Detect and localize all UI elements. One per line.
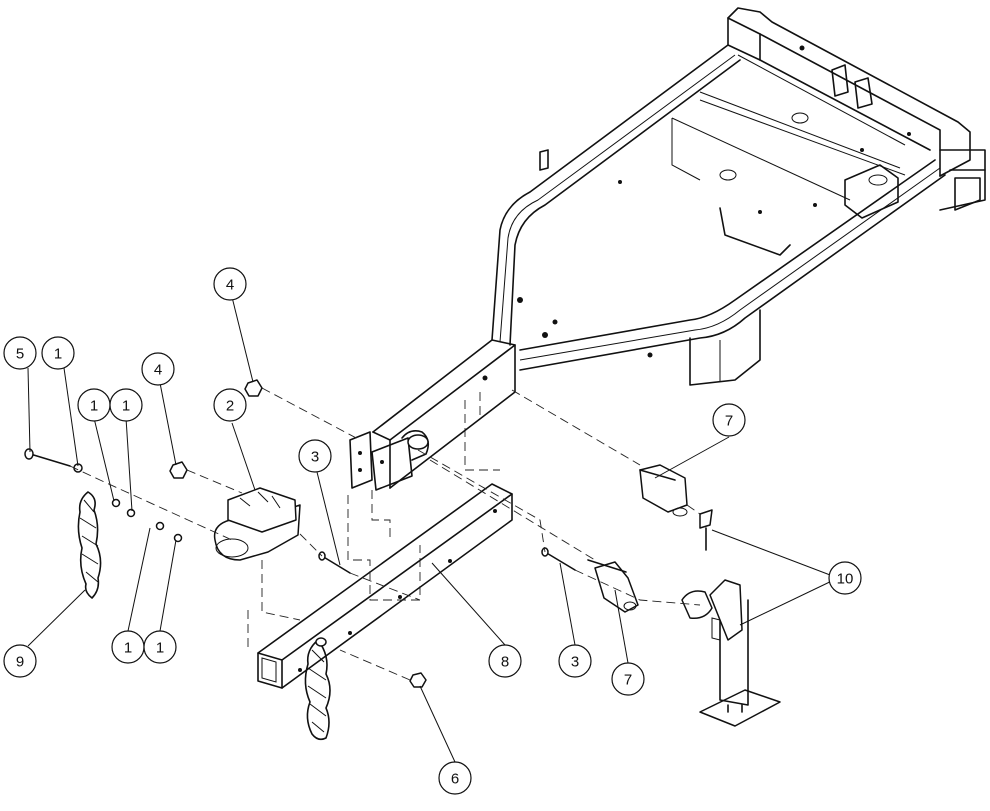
callout-c-7-b: 7 bbox=[611, 662, 645, 696]
callout-c-4-a: 4 bbox=[141, 352, 175, 386]
leader-lines bbox=[27, 296, 839, 763]
callout-label: 1 bbox=[122, 398, 130, 415]
callout-c-2: 2 bbox=[213, 388, 247, 422]
callout-label: 2 bbox=[226, 398, 234, 415]
callout-c-1-c: 1 bbox=[109, 388, 143, 422]
hitch-bar bbox=[257, 483, 513, 689]
callout-bubbles: 5 1 1 1 4 4 2 3 7 10 9 1 1 8 3 7 6 bbox=[3, 267, 862, 795]
callout-c-5-a: 5 bbox=[3, 336, 37, 370]
callout-c-1-b: 1 bbox=[77, 388, 111, 422]
callout-label: 10 bbox=[837, 571, 854, 588]
callout-label: 7 bbox=[624, 672, 632, 689]
callout-c-3-a: 3 bbox=[298, 439, 332, 473]
callout-label: 4 bbox=[154, 362, 162, 379]
callout-label: 3 bbox=[311, 449, 319, 466]
frame-holes bbox=[358, 45, 911, 472]
callout-label: 6 bbox=[451, 771, 459, 788]
callout-c-3-b: 3 bbox=[558, 644, 592, 678]
callout-label: 1 bbox=[156, 640, 164, 657]
trailer-frame bbox=[349, 7, 986, 491]
callout-label: 8 bbox=[501, 654, 509, 671]
callout-label: 5 bbox=[16, 346, 24, 363]
callout-c-6: 6 bbox=[438, 761, 472, 795]
coupler bbox=[213, 487, 301, 561]
jack bbox=[681, 579, 781, 727]
callout-c-1-a: 1 bbox=[41, 336, 75, 370]
callout-c-1-d: 1 bbox=[111, 630, 145, 664]
callout-label: 7 bbox=[725, 413, 733, 430]
callout-label: 3 bbox=[571, 654, 579, 671]
pins bbox=[587, 464, 688, 613]
callout-c-1-e: 1 bbox=[143, 630, 177, 664]
callout-label: 9 bbox=[16, 654, 24, 671]
callout-c-7-a: 7 bbox=[712, 403, 746, 437]
callout-c-8: 8 bbox=[488, 644, 522, 678]
callout-label: 4 bbox=[226, 277, 234, 294]
assembly-lines bbox=[69, 387, 701, 681]
callout-label: 1 bbox=[124, 640, 132, 657]
callout-c-10: 10 bbox=[828, 561, 862, 595]
safety-chains bbox=[77, 491, 331, 741]
callout-c-9: 9 bbox=[3, 644, 37, 678]
callout-c-4-b: 4 bbox=[213, 267, 247, 301]
callout-label: 1 bbox=[90, 398, 98, 415]
callout-label: 1 bbox=[54, 346, 62, 363]
